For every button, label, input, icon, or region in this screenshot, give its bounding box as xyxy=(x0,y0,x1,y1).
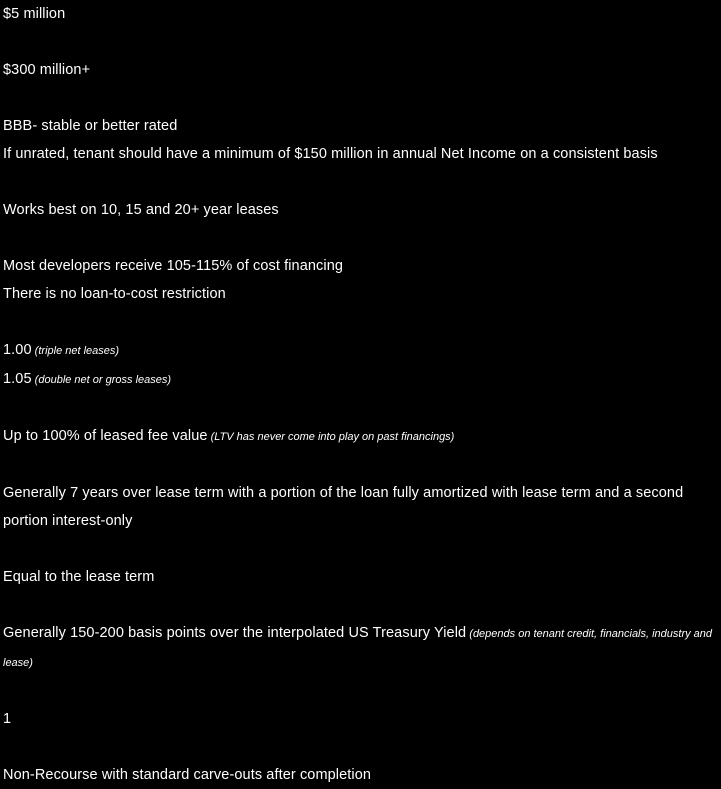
term-line: Generally 150-200 basis points over the … xyxy=(3,619,721,677)
term-text: 1.00 xyxy=(3,342,32,358)
term-row: Generally 150-200 basis points over the … xyxy=(3,619,721,677)
term-text: Generally 150-200 basis points over the … xyxy=(3,625,467,641)
term-line: Up to 100% of leased fee value (LTV has … xyxy=(3,422,721,451)
term-line: Generally 7 years over lease term with a… xyxy=(3,479,721,535)
term-text: Generally 7 years over lease term with a… xyxy=(3,485,684,529)
term-text: Equal to the lease term xyxy=(3,569,155,585)
term-row: Up to 100% of leased fee value (LTV has … xyxy=(3,422,721,451)
term-row: Equal to the lease term xyxy=(3,563,721,591)
term-text: There is no loan-to-cost restriction xyxy=(3,286,226,302)
term-line: If unrated, tenant should have a minimum… xyxy=(3,140,721,168)
term-line: 1.05 (double net or gross leases) xyxy=(3,365,721,394)
term-line: Most developers receive 105-115% of cost… xyxy=(3,252,721,280)
term-line: 1.00 (triple net leases) xyxy=(3,336,721,365)
term-text: BBB- stable or better rated xyxy=(3,118,178,134)
term-row: Generally 7 years over lease term with a… xyxy=(3,479,721,535)
term-line: Non-Recourse with standard carve-outs af… xyxy=(3,761,721,789)
term-text: $300 million+ xyxy=(3,62,91,78)
term-text: If unrated, tenant should have a minimum… xyxy=(3,146,658,162)
term-row: $5 million xyxy=(3,0,721,28)
term-row: Most developers receive 105-115% of cost… xyxy=(3,252,721,308)
term-line: $5 million xyxy=(3,0,721,28)
term-text: 1 xyxy=(3,711,12,727)
term-note: (triple net leases) xyxy=(31,345,120,357)
term-row: 1.00 (triple net leases)1.05 (double net… xyxy=(3,336,721,394)
term-row: $300 million+ xyxy=(3,56,721,84)
term-line: Equal to the lease term xyxy=(3,563,721,591)
term-line: $300 million+ xyxy=(3,56,721,84)
term-line: 1 xyxy=(3,705,721,733)
term-row: Works best on 10, 15 and 20+ year leases xyxy=(3,196,721,224)
term-note: (depends on tenant credit, financials, i… xyxy=(3,628,713,669)
term-line: BBB- stable or better rated xyxy=(3,112,721,140)
term-row: 1 xyxy=(3,705,721,733)
term-row: BBB- stable or better rated If unrated, t… xyxy=(3,112,721,168)
term-line: There is no loan-to-cost restriction xyxy=(3,280,721,308)
term-row: Non-Recourse with standard carve-outs af… xyxy=(3,761,721,789)
term-text: Up to 100% of leased fee value xyxy=(3,428,208,444)
term-line: Works best on 10, 15 and 20+ year leases xyxy=(3,196,721,224)
term-text: Works best on 10, 15 and 20+ year leases xyxy=(3,202,279,218)
term-note: (double net or gross leases) xyxy=(31,374,172,386)
term-text: 1.05 xyxy=(3,371,32,387)
term-text: Most developers receive 105-115% of cost… xyxy=(3,258,344,274)
term-note: (LTV has never come into play on past fi… xyxy=(207,431,455,443)
term-text: Non-Recourse with standard carve-outs af… xyxy=(3,767,372,783)
term-text: $5 million xyxy=(3,6,66,22)
